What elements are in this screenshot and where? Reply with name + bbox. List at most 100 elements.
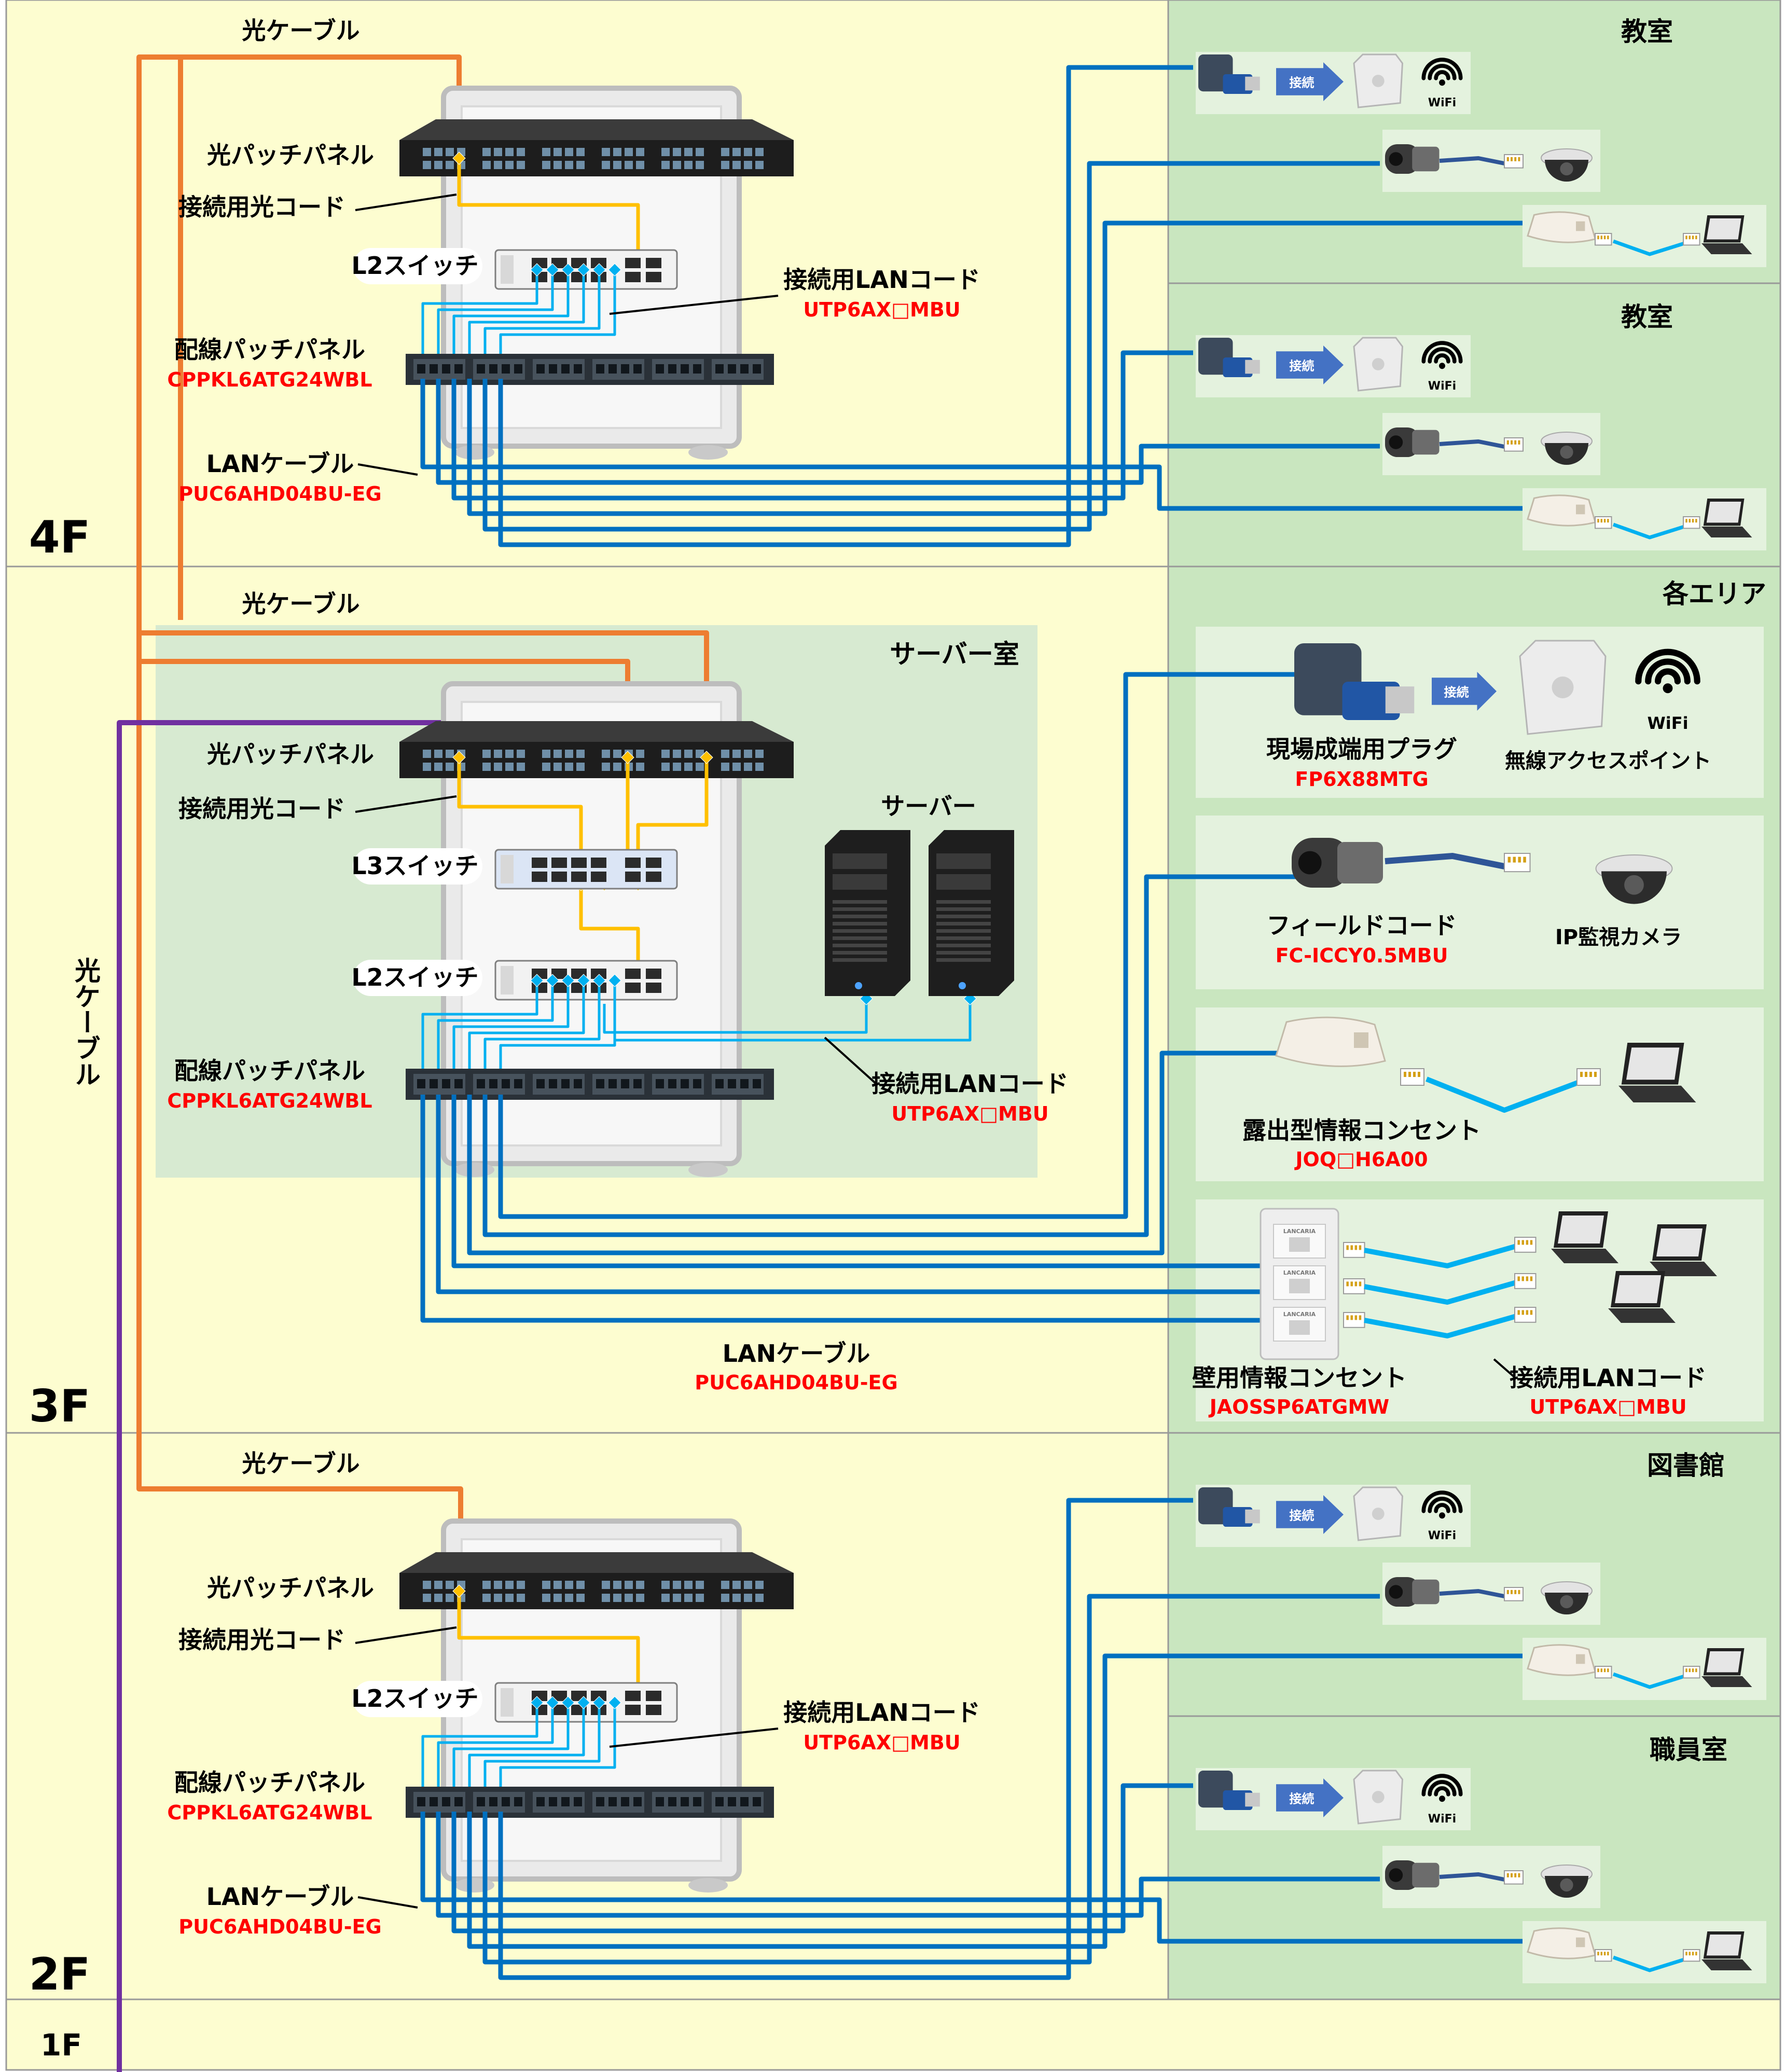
optical-cord [457, 1588, 640, 1695]
lan-cord [499, 270, 616, 368]
server-vent [936, 922, 991, 926]
lan-cord-label: 接続用LANコード [871, 1070, 1068, 1098]
optical-patch-panel-label: 光パッチパネル [207, 141, 374, 169]
room-label-classroom: 教室 [1621, 17, 1673, 47]
lan-cord [483, 980, 601, 1084]
server-drive [833, 853, 887, 869]
lan-port [514, 1797, 522, 1806]
connector-body [1412, 1579, 1440, 1605]
lan-cable [436, 1812, 1380, 1918]
switch-port [532, 872, 547, 882]
lan-port [608, 364, 617, 374]
switch-port [551, 872, 567, 882]
optical-port [446, 763, 454, 771]
optical-port [482, 763, 491, 771]
optical-port [505, 161, 514, 169]
rj45-pin [1506, 440, 1509, 445]
rj45-pin [1350, 1315, 1353, 1320]
wiring-patch-panel-label: 配線パッチパネル [174, 1769, 365, 1797]
rj45-pin [1521, 1240, 1524, 1245]
field-cord-connector-icon [1385, 144, 1440, 174]
optical-port [494, 148, 502, 156]
rack-foot [688, 1878, 728, 1893]
rj45-pin [1517, 1240, 1520, 1245]
sfp-port [646, 258, 661, 268]
laptop-icon [1618, 1043, 1696, 1102]
area-devices-3f: 接続WiFi現場成端用プラグFP6X88MTG無線アクセスポイントフィールドコー… [1192, 640, 1717, 1418]
access-point-led [1552, 676, 1574, 698]
wifi-icon [1421, 1490, 1463, 1519]
optical-port [696, 1594, 704, 1602]
rj45-pin [1514, 440, 1517, 445]
optical-port [554, 1581, 562, 1589]
field-cord-connector-icon [1292, 838, 1383, 888]
wifi-icon [1635, 648, 1700, 694]
lan-port [574, 364, 582, 374]
sfp-port [646, 1705, 661, 1715]
connect-badge: 接続 [1289, 75, 1314, 90]
l2-switch-label: L2スイッチ [351, 1684, 478, 1712]
rj45-pin [1607, 1952, 1609, 1956]
optical-port [696, 148, 704, 156]
ip-camera-icon [1541, 1581, 1593, 1614]
rj45-pin [1346, 1281, 1349, 1287]
lan-port [430, 1079, 438, 1088]
rj45-plug-icon [1595, 1666, 1612, 1679]
wall-jack-port [1289, 1279, 1310, 1293]
rj45-pin [1418, 1072, 1420, 1077]
wiring-patch-panel-model: CPPKL6ATG24WBL [167, 368, 372, 391]
wifi-arc [1421, 58, 1463, 80]
field-cord-connector-icon [1385, 427, 1440, 457]
sfp-port [646, 872, 661, 882]
wifi-label: WiFi [1647, 713, 1688, 733]
exposed-outlet-label: 露出型情報コンセント [1242, 1116, 1481, 1144]
wall-outlet-label: 壁用情報コンセント [1192, 1364, 1407, 1392]
optical-port [482, 148, 491, 156]
laptop-base [1650, 1262, 1717, 1276]
lan-cord [452, 1703, 570, 1801]
lan-cables-3f [420, 672, 1302, 1323]
optical-port [744, 1594, 752, 1602]
rack-labels: 光ケーブル光パッチパネル接続用光コードL2スイッチ配線パッチパネルCPPKL6A… [167, 17, 980, 505]
optical-port [613, 1594, 621, 1602]
wifi-dot [1663, 683, 1673, 694]
lan-port [740, 1079, 749, 1088]
lan-port [502, 1797, 510, 1806]
optical-port [494, 1594, 502, 1602]
lan-cord [468, 1703, 585, 1801]
rj45-pin [1518, 440, 1520, 445]
wiring-patch-panel-label: 配線パッチパネル [174, 336, 365, 364]
connection-dot [452, 751, 466, 764]
rj45-pin [1506, 1873, 1509, 1877]
optical-port [755, 148, 764, 156]
connection-dot [561, 974, 575, 987]
camera-lens [1560, 445, 1573, 459]
rj45-pin [1354, 1281, 1358, 1287]
ip-camera-icon [1541, 432, 1593, 465]
rj45-pin [1607, 1668, 1609, 1673]
exposed-outlet-icon [1527, 1927, 1597, 1959]
optical-port [602, 161, 610, 169]
rack-3f [399, 681, 1014, 1177]
optical-port [576, 1594, 585, 1602]
l3-switch [494, 849, 678, 890]
wifi-arc [1635, 648, 1700, 685]
optical-port [423, 1594, 431, 1602]
optical-port [755, 1594, 764, 1602]
wifi-label: WiFi [1428, 380, 1456, 393]
laptop-icon [1701, 1931, 1752, 1970]
lan-port [477, 1797, 485, 1806]
lan-cord [1364, 1242, 1521, 1268]
arrow-shape [1276, 346, 1344, 384]
laptop-display [1706, 1651, 1741, 1673]
wall-jack [1273, 1307, 1326, 1342]
lan-cable [482, 1594, 1380, 1965]
optical-cord [457, 156, 640, 262]
rj45-plug-icon [1595, 516, 1612, 529]
switch-body [494, 849, 678, 890]
optical-port [636, 161, 644, 169]
lan-port [514, 364, 522, 374]
lan-port [502, 364, 510, 374]
optical-port [576, 763, 585, 771]
